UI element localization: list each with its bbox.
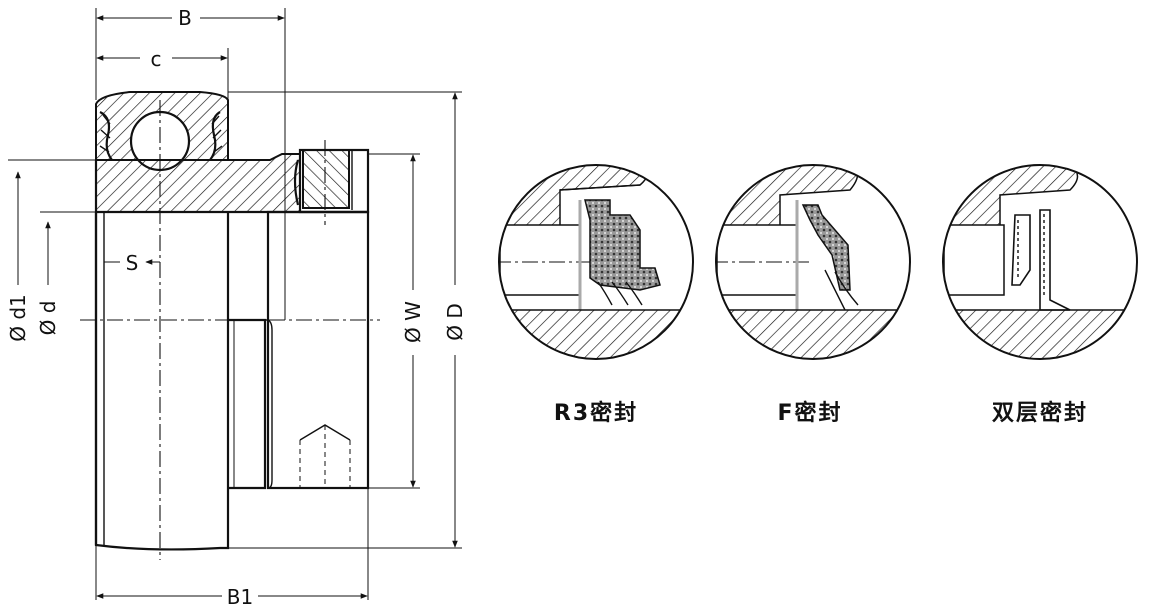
dimension-lines (8, 8, 462, 600)
inner-body (94, 212, 230, 551)
inner-ring (95, 153, 301, 213)
caption-f-seal: F密封 (777, 400, 842, 426)
label-B: B (178, 6, 192, 30)
detail-double-seal (942, 164, 1138, 360)
caption-double-seal: 双层密封 (992, 400, 1088, 426)
label-d1: Ø d1 (6, 294, 30, 342)
label-B1: B1 (227, 585, 253, 609)
caption-r3-seal: R3密封 (554, 400, 638, 426)
label-D: Ø D (443, 303, 467, 341)
label-c: c (151, 47, 162, 71)
detail-f-seal (715, 164, 911, 360)
bearing-section (80, 91, 380, 560)
set-screw (302, 149, 350, 209)
label-d: Ø d (36, 301, 60, 336)
label-S: S (126, 251, 139, 275)
detail-r3-seal (498, 164, 694, 360)
label-W: Ø W (401, 301, 425, 343)
